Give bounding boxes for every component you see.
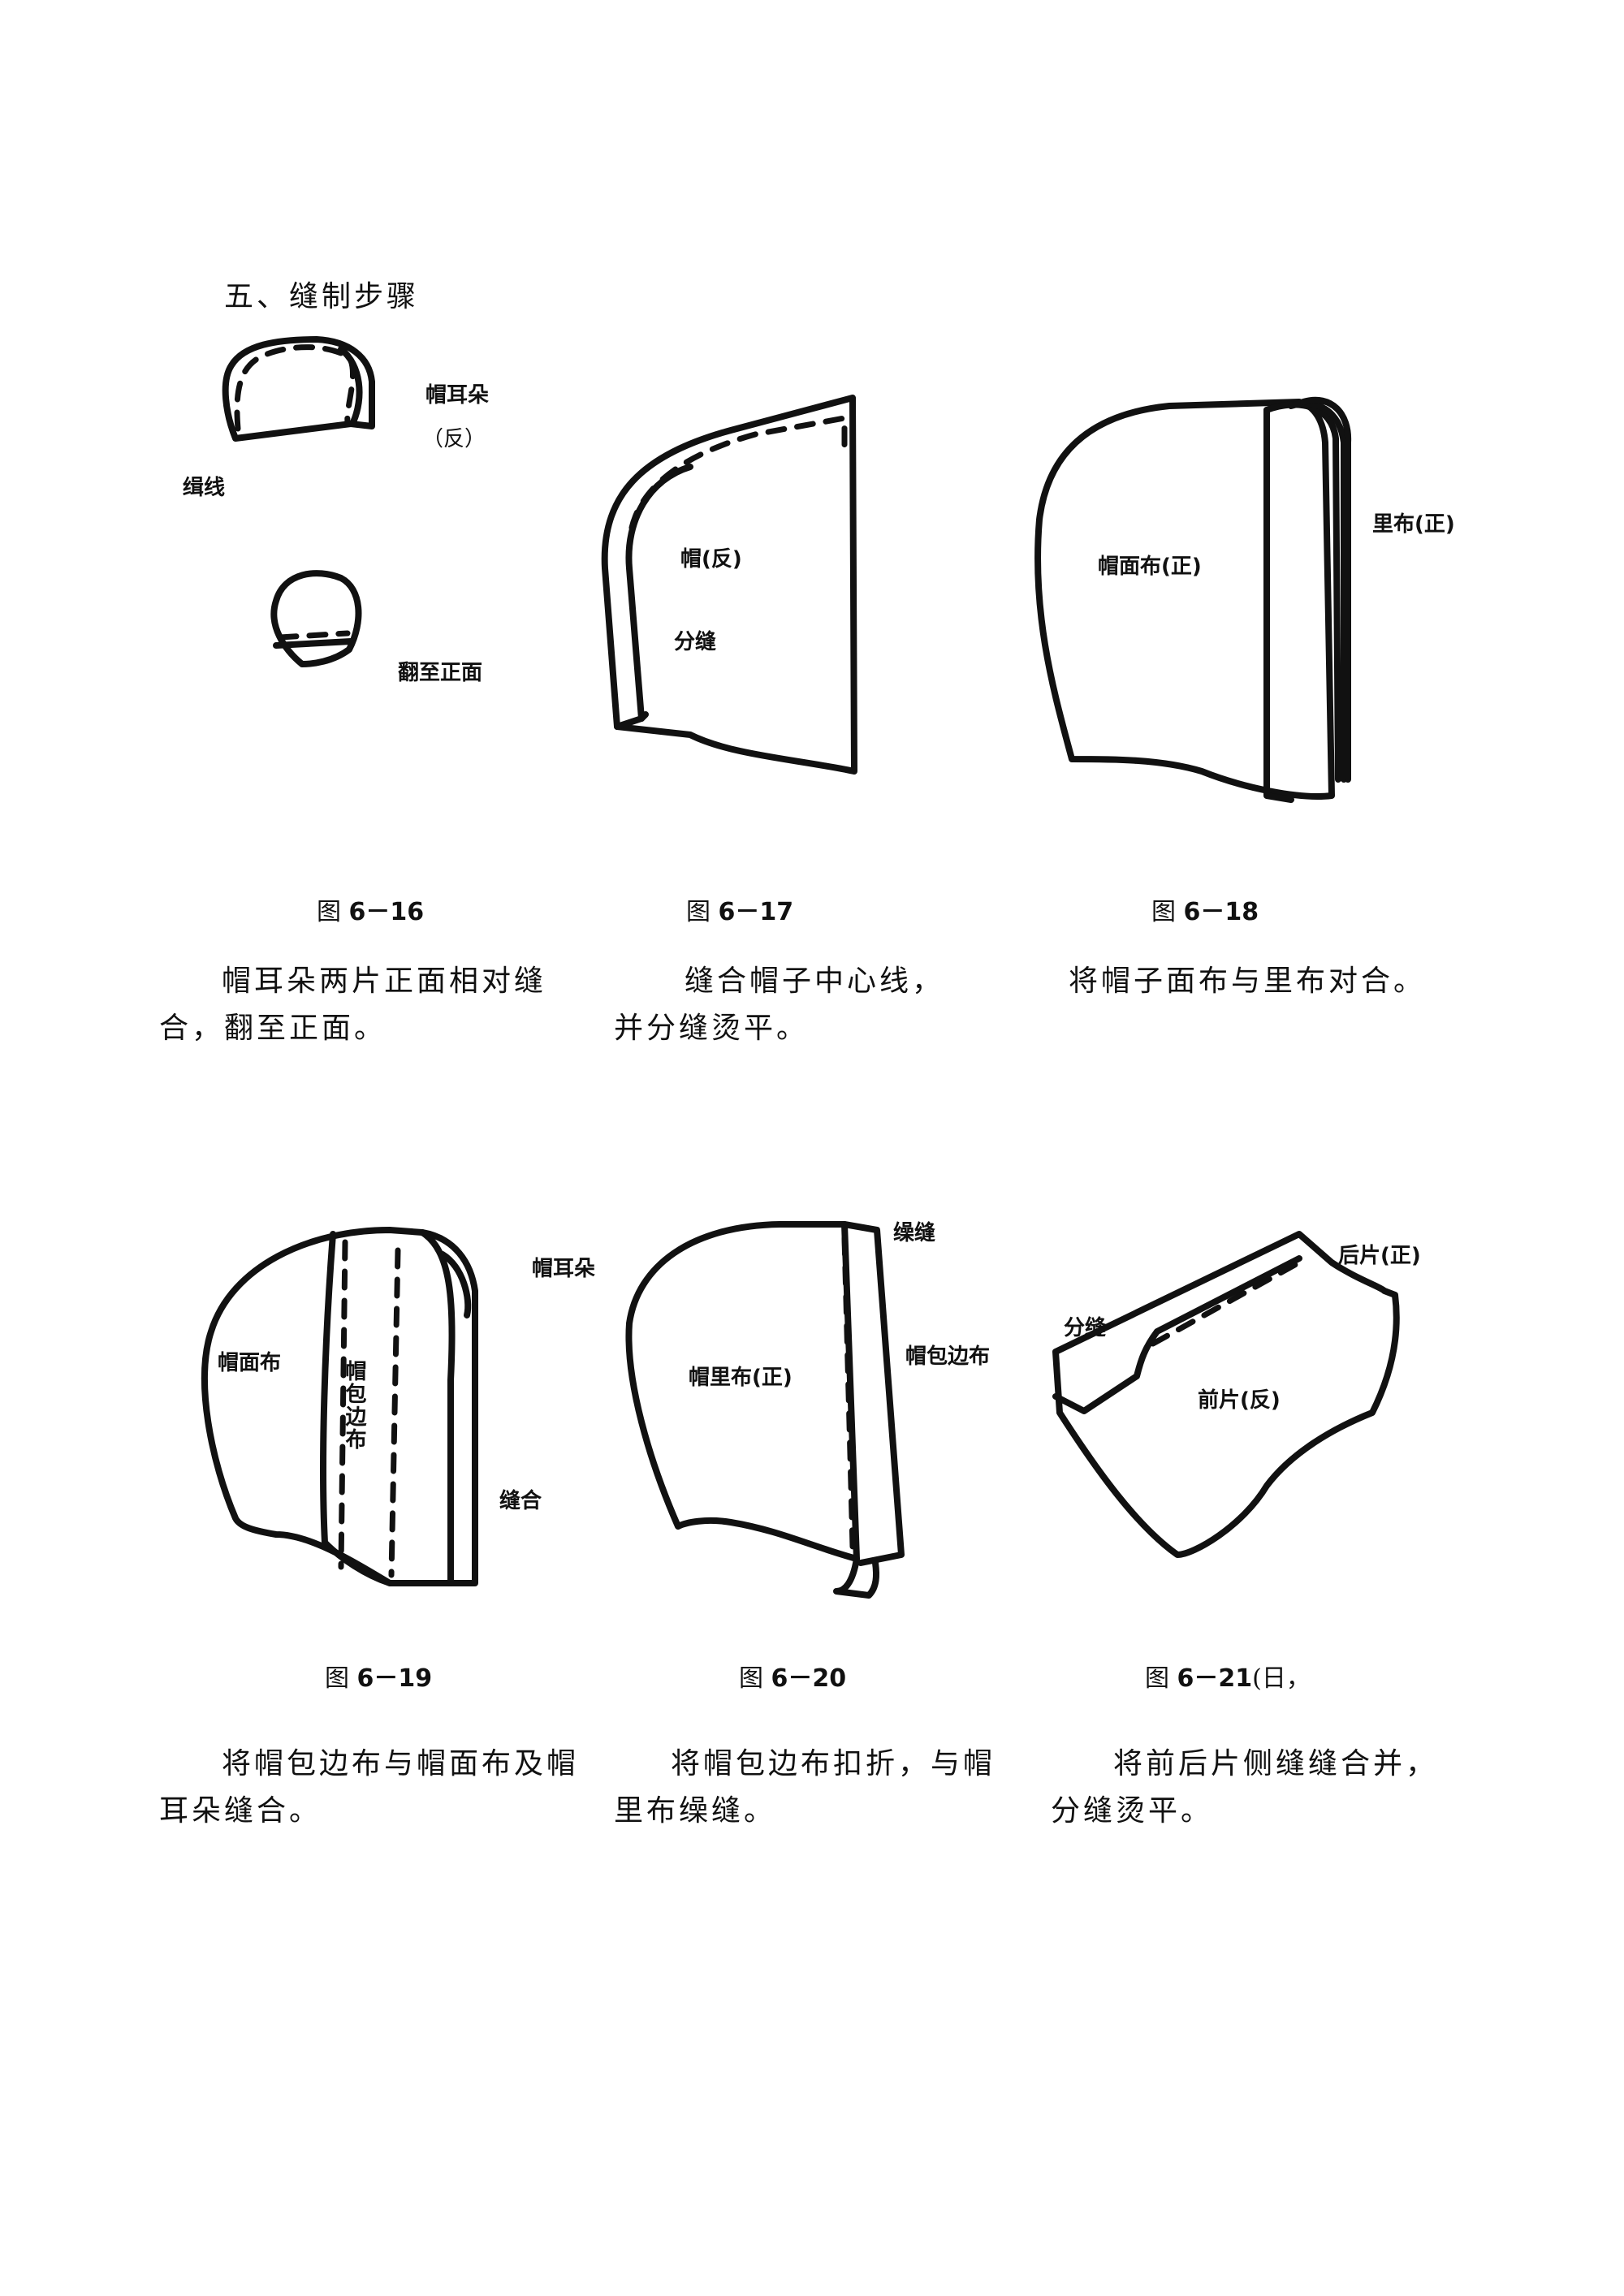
caption-number: 6－16	[348, 898, 425, 926]
description-line: 缝合帽子中心线，	[685, 965, 945, 998]
figure-caption: 图 6－19	[325, 1658, 432, 1694]
figure-caption: 图 6－18	[1151, 891, 1259, 927]
caption-artifact: (日，	[1252, 1664, 1311, 1693]
caption-prefix: 图	[1151, 898, 1176, 926]
label-seam: 分缝	[674, 630, 717, 654]
description-line: 耳朵缝合。	[159, 1794, 322, 1828]
hood-reverse-drawing	[601, 395, 857, 775]
caption-prefix: 图	[686, 898, 710, 926]
label-turn: 翻至正面	[398, 661, 483, 685]
label-ear: 帽耳朵	[532, 1257, 596, 1281]
hood-lining-blindstitch-drawing	[625, 1221, 905, 1599]
figure-caption: 图 6－17	[686, 891, 793, 927]
label-seam: 分缝	[1064, 1316, 1107, 1340]
label-stitch: 缉线	[183, 476, 226, 500]
label-sew: 缝合	[499, 1489, 542, 1513]
figure-description: 将帽包边布扣折，与帽 里布缲缝。	[614, 1741, 996, 1835]
label-front-piece: 前片(反)	[1198, 1388, 1281, 1413]
description-line: 将帽包边布扣折，与帽	[671, 1747, 996, 1780]
description-line: 合，翻至正面。	[159, 1012, 387, 1045]
description-line: 并分缝烫平。	[614, 1012, 810, 1045]
label-ear: 帽耳朵	[425, 383, 490, 408]
label-hat-reverse: 帽(反)	[680, 547, 742, 572]
label-binding: 帽包边布	[905, 1344, 991, 1369]
ear-piece-drawing	[222, 336, 375, 442]
label-blindstitch: 缲缝	[893, 1221, 936, 1245]
caption-number: 6－18	[1183, 898, 1259, 926]
description-line: 里布缲缝。	[614, 1794, 777, 1828]
figure-description: 将帽包边布与帽面布及帽 耳朵缝合。	[159, 1741, 579, 1835]
label-binding: 帽包边布	[342, 1360, 366, 1451]
side-seam-drawing	[1052, 1231, 1400, 1558]
caption-prefix: 图	[739, 1664, 763, 1693]
description-line: 将前后片侧缝缝合并，	[1113, 1747, 1439, 1780]
figure-caption: 图 6－21(日，	[1145, 1658, 1311, 1694]
figure-description: 将前后片侧缝缝合并， 分缝烫平。	[1051, 1741, 1438, 1835]
description-line: 将帽子面布与里布对合。	[1069, 965, 1427, 998]
description-line: 将帽包边布与帽面布及帽	[222, 1747, 580, 1780]
caption-number: 6－21	[1177, 1664, 1253, 1693]
label-outer-fabric: 帽面布	[218, 1351, 282, 1375]
figure-caption: 图 6－16	[317, 891, 424, 927]
hood-with-lining-drawing	[1034, 396, 1352, 803]
label-back-piece: 后片(正)	[1338, 1244, 1421, 1268]
caption-number: 6－19	[356, 1664, 433, 1693]
hood-binding-drawing	[201, 1227, 478, 1586]
caption-prefix: 图	[317, 898, 341, 926]
label-lining: 帽里布(正)	[689, 1366, 793, 1390]
section-title: 五、缝制步骤	[224, 280, 420, 313]
caption-prefix: 图	[1145, 1664, 1169, 1693]
figure-caption: 图 6－20	[739, 1658, 846, 1694]
caption-prefix: 图	[325, 1664, 349, 1693]
figure-description: 将帽子面布与里布对合。	[1051, 958, 1426, 1005]
label-reverse: （反）	[422, 427, 486, 451]
caption-number: 6－20	[771, 1664, 847, 1693]
description-line: 分缝烫平。	[1051, 1794, 1214, 1828]
caption-number: 6－17	[718, 898, 794, 926]
description-line: 帽耳朵两片正面相对缝	[222, 965, 547, 998]
ear-ball-drawing	[270, 570, 362, 667]
figure-description: 帽耳朵两片正面相对缝 合，翻至正面。	[159, 958, 546, 1052]
label-outer-fabric: 帽面布(正)	[1098, 555, 1202, 579]
label-lining: 里布(正)	[1372, 512, 1455, 537]
figure-description: 缝合帽子中心线， 并分缝烫平。	[614, 958, 944, 1052]
